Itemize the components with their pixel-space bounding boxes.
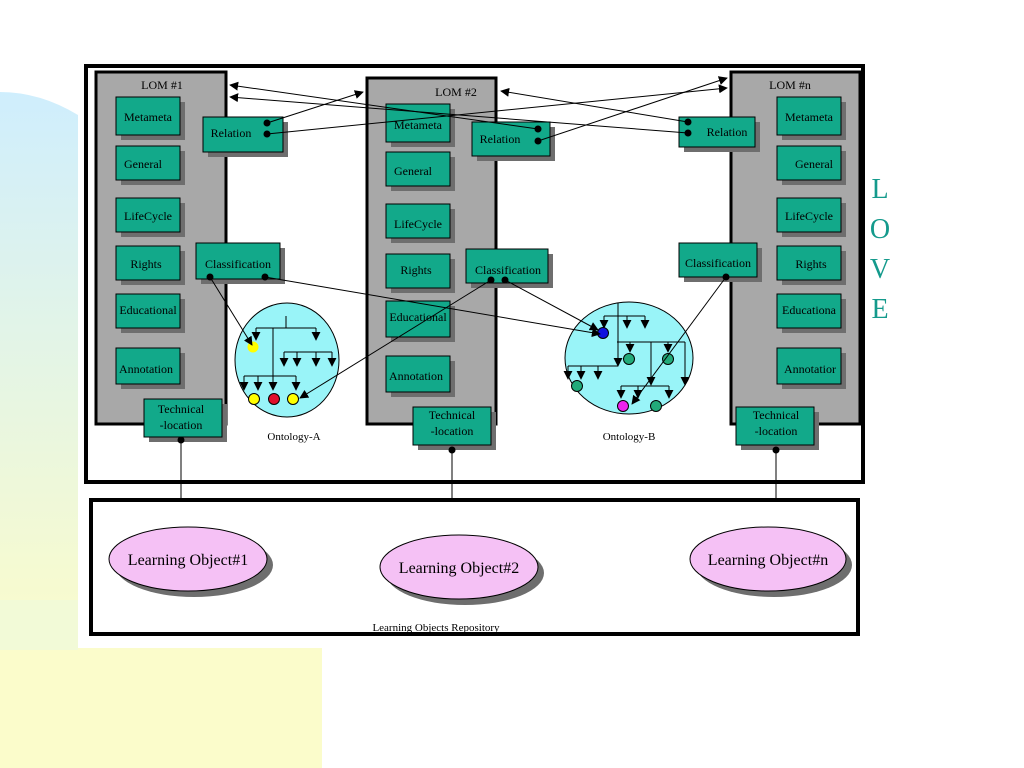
lom-2-technical-line2: -location — [431, 424, 474, 438]
relation-connector-dots — [263, 118, 692, 145]
technical-connector-dots — [177, 436, 780, 454]
lom-1-classification: Classification — [205, 257, 271, 271]
lom-n-title: LOM #n — [769, 78, 811, 92]
lom-1-module-lifecycle: LifeCycle — [124, 209, 172, 223]
ontology-a-node-yellow-1 — [248, 393, 260, 405]
classification-arrows — [209, 276, 727, 405]
lom-2-classification: Classification — [475, 263, 541, 277]
love-letter-o: O — [870, 214, 890, 245]
lom-2-modules: Metameta General LifeCycle Rights Educat… — [385, 103, 555, 450]
lom-n-module-metameta: Metameta — [785, 110, 834, 124]
learning-object-2-label: Learning Object#2 — [399, 560, 519, 577]
love-letter-v: V — [870, 254, 890, 285]
background-blue-shape — [0, 92, 78, 650]
lom-1-module-rights: Rights — [130, 257, 162, 271]
ontology-a-node-yellow-top — [247, 341, 259, 353]
ontology-b-node-green-3 — [571, 380, 583, 392]
ontology-b-node-magenta — [617, 400, 629, 412]
lom-1-module-educational: Educational — [119, 303, 177, 317]
lom-2-module-lifecycle: LifeCycle — [394, 217, 442, 231]
lom-1-module-annotation: Annotation — [119, 362, 173, 376]
lom-2-module-rights: Rights — [400, 263, 432, 277]
background-yellow-shape — [0, 648, 322, 768]
lom-n-module-educational: Educationa — [782, 303, 837, 317]
lom-n-module-general: General — [795, 157, 834, 171]
ontology-b-node-green-2 — [662, 353, 674, 365]
ontology-b-node-green-1 — [623, 353, 635, 365]
lom-1-modules: Metameta General LifeCycle Rights Educat… — [115, 96, 288, 442]
lom-1-module-metameta: Metameta — [124, 110, 173, 124]
love-letter-e: E — [871, 294, 888, 325]
lom-2-module-annotation: Annotation — [389, 369, 443, 383]
learning-object-1-label: Learning Object#1 — [128, 552, 248, 569]
lom-n-modules: Metameta General LifeCycle Rights Educat… — [678, 96, 846, 450]
lom-n-classification: Classification — [685, 256, 751, 270]
lom-n-relation: Relation — [707, 125, 748, 139]
ontology-b-node-blue — [597, 327, 609, 339]
ontology-a-label: Ontology-A — [267, 431, 320, 443]
lom-2-module-metameta: Metameta — [394, 118, 443, 132]
ontology-b-label: Ontology-B — [603, 431, 656, 443]
lom-2-module-educational: Educational — [389, 310, 447, 324]
ontology-b-node-green-4 — [650, 400, 662, 412]
learning-object-2: Learning Object#2 — [379, 534, 544, 605]
lom-1-relation: Relation — [211, 126, 252, 140]
ontology-a-tree — [239, 316, 337, 391]
lom-n-technical-line2: -location — [755, 424, 798, 438]
love-label: L O V E — [870, 174, 890, 325]
learning-object-n: Learning Object#n — [689, 526, 852, 597]
love-letter-l: L — [871, 174, 888, 205]
classification-connector-dots — [206, 273, 730, 284]
learning-object-n-label: Learning Object#n — [708, 552, 828, 569]
ontology-a-node-yellow-2 — [287, 393, 299, 405]
learning-objects-repository-label: Learning Objects Repository — [372, 622, 500, 634]
learning-object-1: Learning Object#1 — [108, 526, 273, 597]
lom-2-module-general: General — [394, 164, 433, 178]
lom-n-module-rights: Rights — [795, 257, 827, 271]
lom-1-technical-line1: Technical — [158, 402, 205, 416]
lom-2-title: LOM #2 — [435, 85, 477, 99]
lom-1-module-general: General — [124, 157, 163, 171]
lom-n-technical-line1: Technical — [753, 408, 800, 422]
lom-n-module-lifecycle: LifeCycle — [785, 209, 833, 223]
ontology-a-node-red — [268, 393, 280, 405]
lom-2-relation: Relation — [480, 132, 521, 146]
lom-2-technical-line1: Technical — [429, 408, 476, 422]
lom-1-title: LOM #1 — [141, 78, 183, 92]
lom-n-module-annotation: Annotatior — [784, 362, 836, 376]
lom-1-technical-line2: -location — [160, 418, 203, 432]
relation-arrows — [229, 76, 728, 142]
